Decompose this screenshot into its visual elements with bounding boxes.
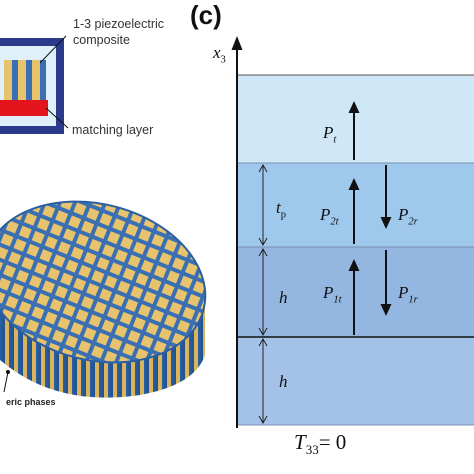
composite-label: 1-3 piezoelectric composite bbox=[73, 17, 165, 47]
phases-leader-line bbox=[3, 371, 9, 393]
wave-label-pt: Pt bbox=[323, 123, 337, 146]
h-upper-thickness-label: h bbox=[279, 288, 288, 307]
phases-label: eric phases bbox=[6, 397, 56, 407]
wave-arrow-p2r bbox=[380, 165, 392, 229]
wave-arrow-pt bbox=[348, 101, 360, 160]
wave-arrow-p2t bbox=[348, 178, 360, 244]
boundary-condition-label: T33= 0 bbox=[294, 430, 347, 458]
layer-h-lower bbox=[237, 337, 474, 425]
h-lower-dimension-arrow bbox=[258, 337, 268, 425]
tp-thickness-label: tp bbox=[276, 198, 286, 221]
wave-label-p1r: P1r bbox=[398, 283, 418, 306]
disc-top-surface bbox=[0, 201, 206, 363]
panel-label: (c) bbox=[190, 0, 222, 30]
composite-leader-line bbox=[39, 35, 67, 64]
h-lower-thickness-label: h bbox=[279, 372, 288, 391]
h-upper-dimension-arrow bbox=[258, 247, 268, 337]
piezo-pillars bbox=[4, 60, 46, 100]
wave-arrow-p1t bbox=[348, 259, 360, 335]
layer-model bbox=[231, 36, 474, 428]
x3-axis-arrowhead bbox=[231, 36, 243, 50]
wave-arrow-p1r bbox=[380, 250, 392, 316]
disc-rim bbox=[0, 200, 207, 364]
tp-dimension-arrow bbox=[258, 163, 268, 247]
layer-tp bbox=[237, 163, 474, 247]
wave-label-p2r: P2r bbox=[398, 205, 418, 228]
x3-axis-label: x3 bbox=[213, 43, 226, 66]
wave-label-p2t: P2t bbox=[320, 205, 339, 228]
layer-h-upper bbox=[237, 247, 474, 337]
wave-label-p1t: P1t bbox=[323, 283, 342, 306]
transducer-schematic bbox=[0, 35, 69, 134]
matching-leader-line bbox=[45, 107, 69, 129]
matching-layer-label: matching layer bbox=[72, 123, 154, 137]
layer-top-medium bbox=[237, 75, 474, 163]
composite-disc bbox=[0, 200, 207, 398]
matching-layer-block bbox=[0, 100, 48, 116]
